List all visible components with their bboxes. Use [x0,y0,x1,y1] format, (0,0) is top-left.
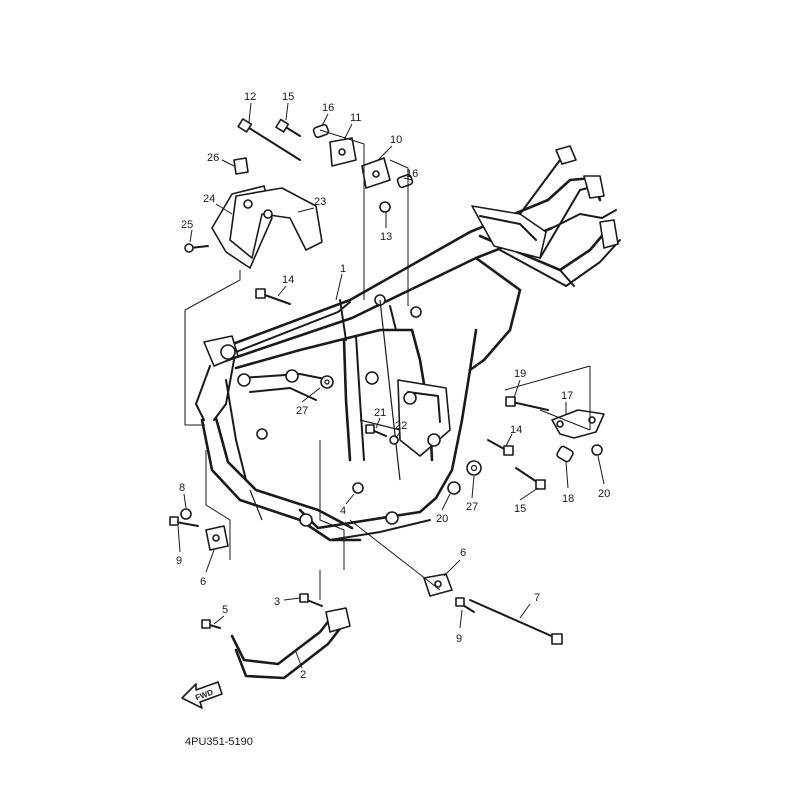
callout-4: 4 [340,505,346,517]
callout-16: 16 [322,102,334,114]
callout-14: 14 [282,274,294,286]
callout-20: 20 [598,488,610,500]
callout-17: 17 [561,390,573,402]
callout-13: 13 [380,231,392,243]
fwd-arrow-icon: FWD [181,681,223,709]
callout-26: 26 [207,152,219,164]
callout-22: 22 [395,420,407,432]
callout-15: 15 [282,91,294,103]
callout-20: 20 [436,513,448,525]
callout-3: 3 [274,596,280,608]
callout-27: 27 [466,501,478,513]
main-frame [195,145,621,542]
callout-9: 9 [176,555,182,567]
callout-25: 25 [181,219,193,231]
callout-15: 15 [514,503,526,515]
diagram-code: 4PU351-5190 [185,736,253,748]
callout-9: 9 [456,633,462,645]
small-parts [169,118,605,680]
callout-6: 6 [460,547,466,559]
callout-21: 21 [374,407,386,419]
callout-12: 12 [244,91,256,103]
callout-23: 23 [314,196,326,208]
callout-19: 19 [514,368,526,380]
callouts: 12 15 16 11 10 16 26 24 23 25 13 14 1 27… [176,91,610,681]
group-lines [184,129,591,600]
callout-2: 2 [300,669,306,681]
callout-7: 7 [534,592,540,604]
callout-18: 18 [562,493,574,505]
callout-11: 11 [350,112,361,124]
leader-lines [177,102,605,669]
callout-16: 16 [406,168,418,180]
callout-24: 24 [203,193,215,205]
callout-27: 27 [296,405,308,417]
callout-8: 8 [179,482,185,494]
callout-5: 5 [222,604,228,616]
callout-1: 1 [340,263,346,275]
callout-6: 6 [200,576,206,588]
callout-14: 14 [510,424,522,436]
callout-10: 10 [390,134,402,146]
